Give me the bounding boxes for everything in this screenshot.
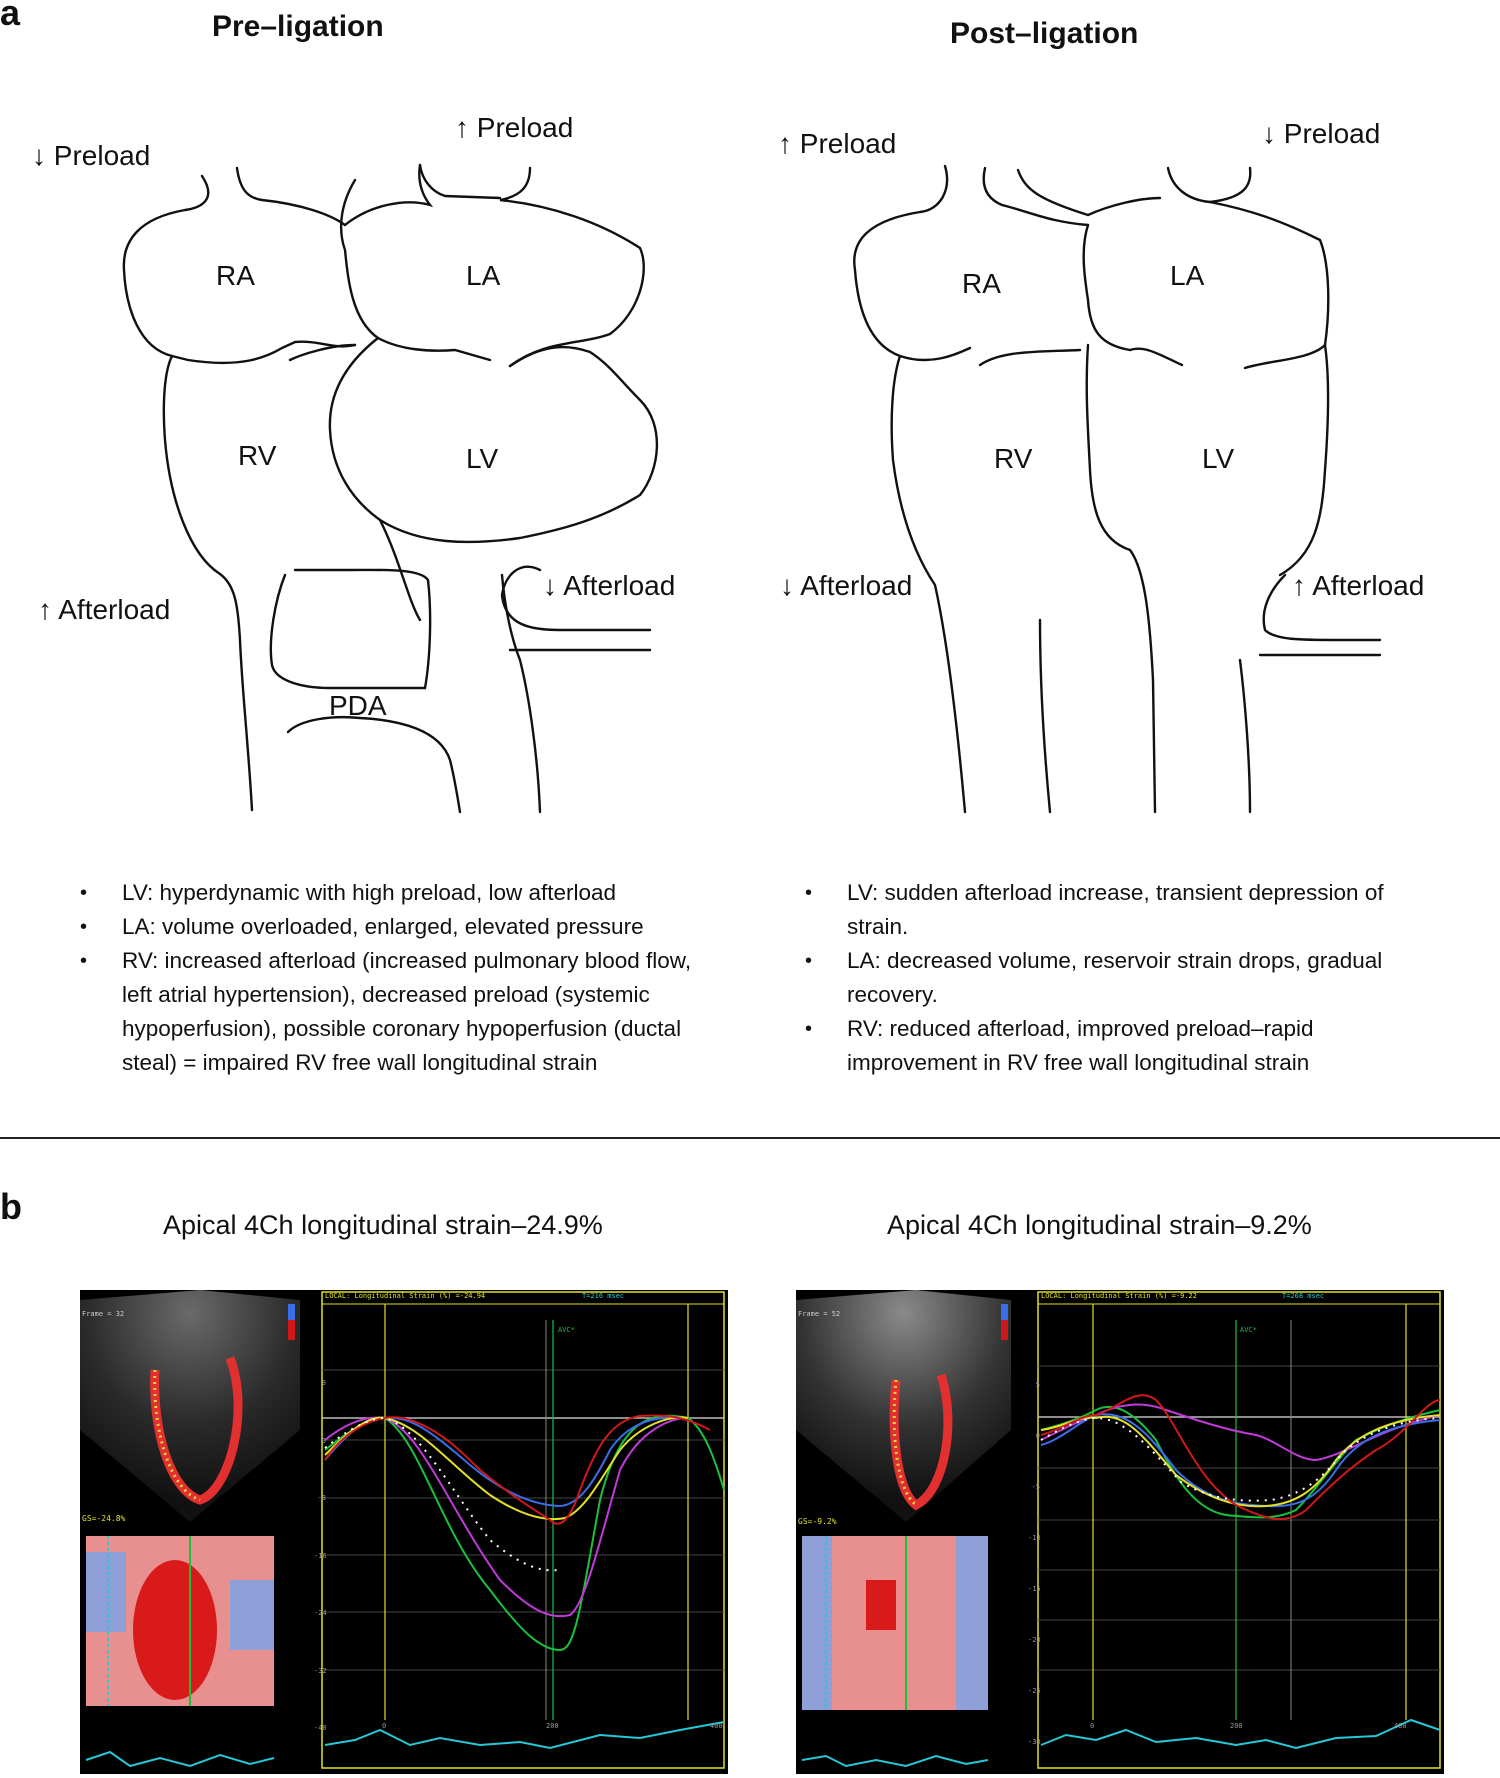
right-y-tick: 0: [1035, 1432, 1040, 1440]
right-avc-label: AVC*: [1240, 1326, 1257, 1334]
right-echo-screenshot: Frame = 52 LOCAL: Longitudinal Strain (%…: [796, 1290, 1444, 1774]
left-y-ticks: 8 0 -8 -16 -24 -32 -40: [314, 1355, 327, 1758]
right-x-tick: 200: [1230, 1722, 1243, 1730]
panel-divider: [0, 1137, 1500, 1139]
left-avc-label: AVC*: [558, 1326, 575, 1334]
left-y-tick: -24: [314, 1609, 327, 1617]
left-strain-plot-frame: [321, 1291, 725, 1769]
right-y-ticks: 5 0 -5 -10 -15 -20 -25 -30: [1028, 1360, 1041, 1768]
pre-rv-label: RV: [238, 440, 277, 471]
panel-b-letter: b: [0, 1186, 22, 1227]
post-bullet-la: LA: decreased volume, reservoir strain d…: [805, 944, 1445, 1012]
pre-pda-label: PDA: [329, 690, 387, 721]
right-strain-grid: [1038, 1365, 1440, 1671]
pre-ligation-heading: Pre–ligation: [212, 10, 384, 43]
post-ra-label: RA: [962, 268, 1001, 299]
right-y-tick: -20: [1028, 1636, 1041, 1644]
pre-bullet-rv: RV: increased afterload (increased pulmo…: [80, 944, 720, 1080]
left-myocardium-trace: [150, 1356, 243, 1505]
left-strain-title: Apical 4Ch longitudinal strain–24.9%: [163, 1210, 603, 1240]
right-gs-label: GS=-9.2%: [798, 1517, 837, 1526]
right-y-tick: -15: [1028, 1585, 1041, 1593]
post-bullet-lv: LV: sudden afterload increase, transient…: [805, 876, 1445, 944]
post-ligation-heart-diagram: [853, 164, 1382, 814]
post-afterload-right: ↑ Afterload: [1292, 570, 1425, 601]
left-y-tick: 0: [321, 1436, 326, 1445]
right-frame-label: Frame = 52: [798, 1310, 841, 1318]
left-strain-grid: [322, 1369, 724, 1671]
left-echo-graphics: [80, 1290, 725, 1769]
pre-afterload-left: ↑ Afterload: [38, 594, 171, 625]
panel-a-letter: a: [0, 0, 21, 33]
right-y-tick: -30: [1028, 1738, 1041, 1746]
right-x-tick: 0: [1090, 1722, 1095, 1730]
post-la-label: LA: [1170, 260, 1205, 291]
pre-ligation-heart-diagram: [122, 163, 659, 814]
left-local-header: LOCAL: Longitudinal Strain (%) =-24.94: [325, 1292, 486, 1300]
right-y-tick: -5: [1031, 1483, 1040, 1491]
pre-lv-label: LV: [466, 443, 499, 474]
post-preload-right: ↓ Preload: [1262, 118, 1381, 149]
right-bmode-sector: [796, 1290, 1011, 1522]
left-bmode-sector: [80, 1290, 300, 1522]
post-ligation-bullets: LV: sudden afterload increase, transient…: [805, 876, 1445, 1080]
right-strain-plot-frame: [1037, 1291, 1441, 1769]
right-echo-graphics: [796, 1290, 1441, 1769]
left-y-tick: -40: [314, 1724, 327, 1732]
pre-bullet-la: LA: volume overloaded, enlarged, elevate…: [80, 910, 720, 944]
post-rv-label: RV: [994, 443, 1033, 474]
left-gs-label: GS=-24.8%: [82, 1514, 126, 1523]
left-echo-screenshot: Frame = 32 LOCAL: Longitudinal Strain (%…: [80, 1290, 728, 1774]
right-time-header: T=268 msec: [1282, 1292, 1325, 1300]
pre-preload-right: ↑ Preload: [455, 112, 574, 143]
pre-bullet-lv: LV: hyperdynamic with high preload, low …: [80, 876, 720, 910]
post-afterload-left: ↓ Afterload: [780, 570, 913, 601]
post-lv-label: LV: [1202, 443, 1235, 474]
left-x-tick: 400: [710, 1722, 723, 1730]
pre-ra-label: RA: [216, 260, 255, 291]
left-frame-label: Frame = 32: [82, 1310, 125, 1318]
left-x-tick: 200: [546, 1722, 559, 1730]
left-y-tick: -8: [317, 1494, 326, 1502]
right-y-tick: -10: [1028, 1534, 1041, 1542]
left-y-tick: -32: [314, 1666, 327, 1675]
left-y-tick: 8: [321, 1379, 326, 1387]
right-local-header: LOCAL: Longitudinal Strain (%) =-9.22: [1041, 1292, 1197, 1300]
pre-preload-left: ↓ Preload: [32, 140, 151, 171]
right-x-tick: 400: [1394, 1722, 1407, 1730]
pre-afterload-right: ↓ Afterload: [543, 570, 676, 601]
left-y-tick: -16: [314, 1551, 327, 1560]
pre-ligation-bullets: LV: hyperdynamic with high preload, low …: [80, 876, 720, 1080]
right-strain-title: Apical 4Ch longitudinal strain–9.2%: [887, 1210, 1312, 1240]
left-x-tick: 0: [382, 1722, 387, 1730]
post-preload-left: ↑ Preload: [778, 128, 897, 159]
post-bullet-rv: RV: reduced afterload, improved preload–…: [805, 1012, 1445, 1080]
post-ligation-heading: Post–ligation: [950, 17, 1139, 50]
pre-la-label: LA: [466, 260, 501, 291]
left-time-header: T=216 msec: [582, 1292, 625, 1300]
right-y-tick: -25: [1028, 1687, 1041, 1695]
right-y-tick: 5: [1035, 1381, 1040, 1389]
